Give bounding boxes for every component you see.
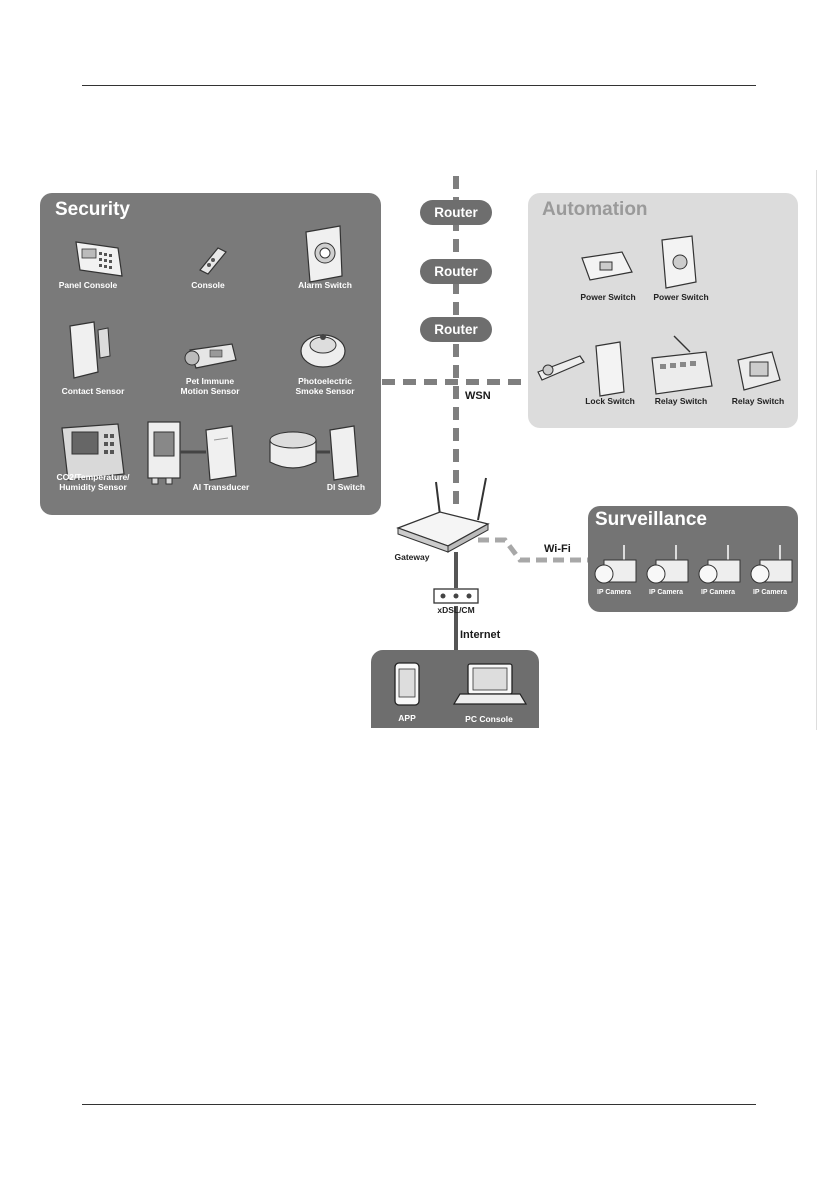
header-rule bbox=[82, 85, 756, 86]
console-remote-icon bbox=[199, 247, 227, 275]
di-sensor-icon bbox=[269, 431, 317, 469]
footer-rule bbox=[82, 1104, 756, 1105]
humidity-sensor-label: Humidity Sensor bbox=[59, 482, 127, 492]
contact-sensor-icon bbox=[69, 321, 111, 379]
relay-switch-1-label: Relay Switch bbox=[654, 396, 708, 406]
contact-sensor-label: Contact Sensor bbox=[61, 386, 125, 396]
ip-camera-2-icon bbox=[646, 545, 689, 584]
ip-camera-3-label: IP Camera bbox=[700, 589, 736, 596]
ai-transducer-icon bbox=[205, 425, 237, 481]
app-label: APP bbox=[398, 713, 416, 723]
internet-label: Internet bbox=[460, 629, 501, 641]
smoke-sensor-label: Smoke Sensor bbox=[295, 386, 355, 396]
smartphone-icon bbox=[394, 662, 420, 706]
alarm-switch-label: Alarm Switch bbox=[298, 280, 352, 290]
console-label: Console bbox=[191, 280, 225, 290]
power-switch-2-icon bbox=[661, 235, 697, 289]
lock-switch-label: Lock Switch bbox=[585, 396, 635, 406]
right-edge-line bbox=[816, 170, 817, 730]
co2-temperature-humidity-sensor-icon bbox=[61, 423, 125, 481]
wifi-link-line bbox=[478, 537, 588, 563]
power-switch-1-label: Power Switch bbox=[580, 292, 636, 302]
ip-camera-1-label: IP Camera bbox=[596, 589, 632, 596]
ip-camera-3-icon bbox=[698, 545, 741, 584]
panel-console-icon bbox=[75, 241, 123, 277]
relay-switch-1-icon bbox=[651, 335, 713, 395]
pet-immune-motion-sensor-icon bbox=[184, 343, 237, 369]
di-switch-label: DI Switch bbox=[326, 482, 366, 492]
panel-console-label: Panel Console bbox=[58, 280, 118, 290]
laptop-icon bbox=[452, 663, 528, 705]
router-1: Router bbox=[420, 200, 492, 225]
lock-switch-icon bbox=[595, 341, 625, 397]
co2-label: CO2/Temperature/ bbox=[56, 472, 130, 482]
pc-console-label: PC Console bbox=[465, 714, 513, 724]
ip-camera-2-label: IP Camera bbox=[648, 589, 684, 596]
wifi-label: Wi-Fi bbox=[544, 543, 571, 555]
surveillance-panel bbox=[588, 506, 798, 612]
power-switch-2-label: Power Switch bbox=[653, 292, 709, 302]
ip-camera-4-icon bbox=[750, 545, 793, 584]
motion-sensor-label: Motion Sensor bbox=[180, 386, 240, 396]
router-3: Router bbox=[420, 317, 492, 342]
di-switch-icon bbox=[329, 425, 359, 481]
relay-switch-2-icon bbox=[737, 351, 781, 391]
power-switch-1-icon bbox=[581, 251, 633, 281]
gateway-router-icon bbox=[396, 477, 490, 553]
ai-transducer-label: AI Transducer bbox=[192, 482, 250, 492]
lock-icon bbox=[537, 355, 585, 381]
xdsl-modem-icon bbox=[433, 588, 479, 604]
pet-immune-label: Pet Immune bbox=[185, 376, 235, 386]
gateway-label: Gateway bbox=[394, 552, 430, 562]
alarm-switch-icon bbox=[305, 225, 343, 283]
router-2: Router bbox=[420, 259, 492, 284]
security-title: Security bbox=[55, 199, 130, 220]
xdsl-label: xDSL/CM bbox=[437, 605, 475, 615]
relay-switch-2-label: Relay Switch bbox=[731, 396, 785, 406]
surveillance-title: Surveillance bbox=[595, 509, 707, 530]
ai-module-icon bbox=[147, 421, 181, 485]
wsn-label: WSN bbox=[465, 390, 491, 402]
smoke-sensor-icon bbox=[300, 334, 346, 368]
photoelectric-label: Photoelectric bbox=[298, 376, 352, 386]
ip-camera-4-label: IP Camera bbox=[752, 589, 788, 596]
automation-title: Automation bbox=[542, 199, 648, 220]
ip-camera-1-icon bbox=[594, 545, 637, 584]
